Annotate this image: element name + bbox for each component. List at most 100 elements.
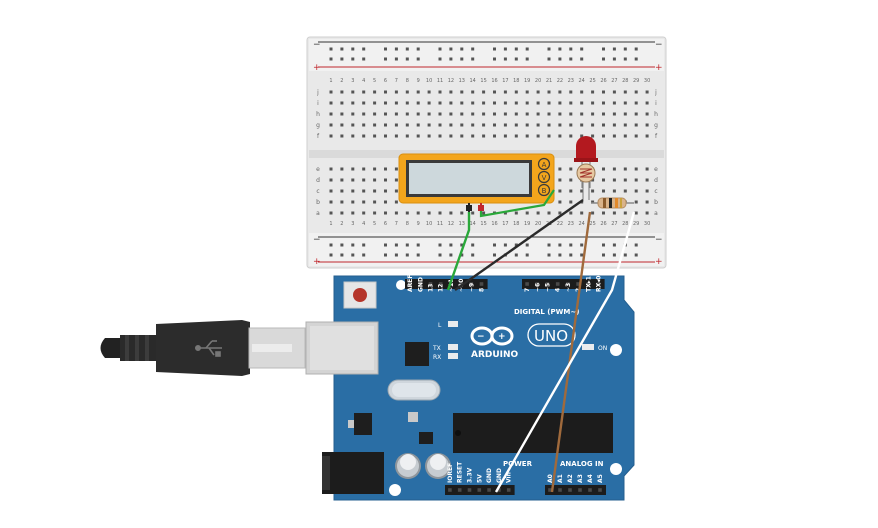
rail-hole[interactable] xyxy=(460,57,464,61)
terminal-hole[interactable] xyxy=(340,90,344,94)
terminal-hole[interactable] xyxy=(536,123,540,127)
probe-black[interactable] xyxy=(466,205,472,211)
terminal-hole[interactable] xyxy=(525,90,529,94)
terminal-hole[interactable] xyxy=(427,112,431,116)
terminal-hole[interactable] xyxy=(558,101,562,105)
terminal-hole[interactable] xyxy=(612,90,616,94)
terminal-hole[interactable] xyxy=(340,123,344,127)
terminal-hole[interactable] xyxy=(373,211,377,215)
header-pin[interactable] xyxy=(576,282,580,286)
terminal-hole[interactable] xyxy=(471,101,475,105)
terminal-hole[interactable] xyxy=(569,189,573,193)
terminal-hole[interactable] xyxy=(373,167,377,171)
terminal-hole[interactable] xyxy=(558,112,562,116)
rail-hole[interactable] xyxy=(405,253,409,257)
terminal-hole[interactable] xyxy=(580,189,584,193)
rail-hole[interactable] xyxy=(493,47,496,51)
header-pin[interactable] xyxy=(545,282,550,286)
wires[interactable] xyxy=(446,189,636,493)
terminal-hole[interactable] xyxy=(329,90,333,94)
rail-hole[interactable] xyxy=(514,57,518,61)
terminal-hole[interactable] xyxy=(591,134,595,138)
rail-hole[interactable] xyxy=(580,57,584,61)
terminal-hole[interactable] xyxy=(569,112,573,116)
rail-hole[interactable] xyxy=(449,57,453,61)
terminal-hole[interactable] xyxy=(438,90,442,94)
terminal-hole[interactable] xyxy=(329,134,333,138)
terminal-hole[interactable] xyxy=(394,189,398,193)
rail-hole[interactable] xyxy=(602,47,605,51)
resistor[interactable] xyxy=(591,197,634,209)
header-pin[interactable] xyxy=(535,282,540,286)
header-pin[interactable] xyxy=(457,488,462,492)
rail-hole[interactable] xyxy=(493,253,496,257)
terminal-hole[interactable] xyxy=(362,189,366,193)
terminal-hole[interactable] xyxy=(569,123,573,127)
terminal-hole[interactable] xyxy=(427,101,431,105)
terminal-hole[interactable] xyxy=(373,178,377,182)
rail-hole[interactable] xyxy=(460,47,464,51)
terminal-hole[interactable] xyxy=(645,134,649,138)
terminal-hole[interactable] xyxy=(394,134,398,138)
rail-hole[interactable] xyxy=(580,253,584,257)
rail-hole[interactable] xyxy=(547,47,551,51)
terminal-hole[interactable] xyxy=(384,123,387,127)
rail-hole[interactable] xyxy=(558,57,562,61)
terminal-hole[interactable] xyxy=(416,101,420,105)
rail-hole[interactable] xyxy=(612,243,616,247)
terminal-hole[interactable] xyxy=(514,134,518,138)
terminal-hole[interactable] xyxy=(645,178,649,182)
terminal-holes-top[interactable] xyxy=(329,90,649,138)
rail-hole[interactable] xyxy=(623,253,627,257)
rail-hole[interactable] xyxy=(525,47,529,51)
terminal-hole[interactable] xyxy=(482,112,486,116)
terminal-hole[interactable] xyxy=(558,200,562,204)
terminal-hole[interactable] xyxy=(645,189,649,193)
terminal-hole[interactable] xyxy=(634,90,638,94)
rail-hole[interactable] xyxy=(493,243,496,247)
rail-hole[interactable] xyxy=(449,243,453,247)
terminal-hole[interactable] xyxy=(623,101,627,105)
reset-button[interactable] xyxy=(353,288,367,302)
rail-hole[interactable] xyxy=(547,253,551,257)
rail-hole[interactable] xyxy=(569,47,573,51)
terminal-hole[interactable] xyxy=(373,112,377,116)
terminal-hole[interactable] xyxy=(384,167,387,171)
port-b[interactable] xyxy=(537,183,551,197)
rail-hole[interactable] xyxy=(394,243,398,247)
terminal-hole[interactable] xyxy=(503,123,507,127)
terminal-hole[interactable] xyxy=(438,211,442,215)
header-pin[interactable] xyxy=(598,488,602,492)
terminal-hole[interactable] xyxy=(503,101,507,105)
rail-hole[interactable] xyxy=(602,243,605,247)
terminal-hole[interactable] xyxy=(416,90,420,94)
terminal-hole[interactable] xyxy=(623,90,627,94)
header-pin[interactable] xyxy=(596,282,601,286)
rail-hole[interactable] xyxy=(438,57,442,61)
wire-black[interactable] xyxy=(454,199,584,291)
probe-red[interactable] xyxy=(478,205,484,211)
terminal-hole[interactable] xyxy=(373,189,377,193)
rail-hole[interactable] xyxy=(503,243,507,247)
rail-hole[interactable] xyxy=(416,253,420,257)
rail-hole[interactable] xyxy=(384,47,387,51)
terminal-hole[interactable] xyxy=(536,90,540,94)
terminal-hole[interactable] xyxy=(471,123,475,127)
terminal-hole[interactable] xyxy=(602,211,605,215)
terminal-hole[interactable] xyxy=(612,167,616,171)
terminal-hole[interactable] xyxy=(438,134,442,138)
terminal-hole[interactable] xyxy=(384,134,387,138)
rail-hole[interactable] xyxy=(580,243,584,247)
terminal-hole[interactable] xyxy=(569,167,573,171)
terminal-hole[interactable] xyxy=(362,101,366,105)
rail-hole[interactable] xyxy=(514,243,518,247)
port-v[interactable] xyxy=(537,170,551,184)
rail-hole[interactable] xyxy=(623,57,627,61)
terminal-hole[interactable] xyxy=(373,200,377,204)
rail-hole[interactable] xyxy=(384,57,387,61)
terminal-hole[interactable] xyxy=(373,90,377,94)
terminal-hole[interactable] xyxy=(569,101,573,105)
terminal-hole[interactable] xyxy=(351,101,355,105)
terminal-hole[interactable] xyxy=(591,189,595,193)
rail-hole[interactable] xyxy=(362,253,366,257)
